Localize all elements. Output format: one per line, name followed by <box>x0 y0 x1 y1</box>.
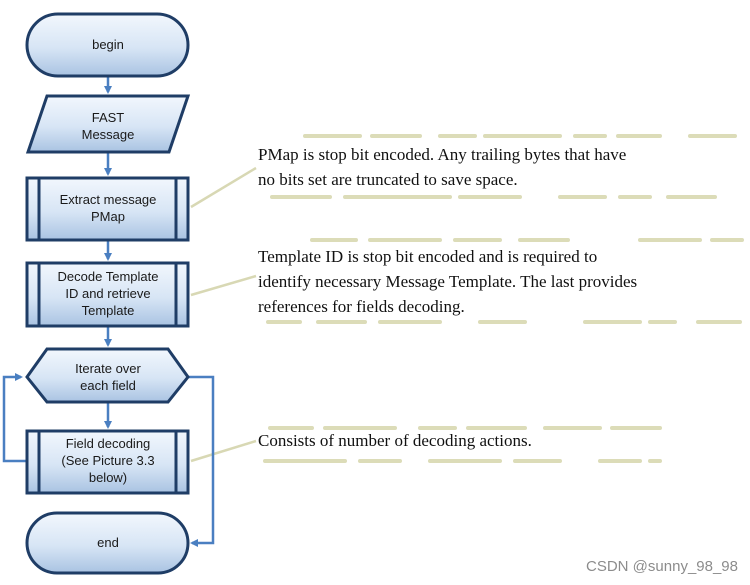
note-pmap-line2: no bits set are truncated to save space. <box>258 170 518 189</box>
watermark: CSDN @sunny_98_98 <box>586 558 738 575</box>
callout-connector-template <box>190 274 257 297</box>
decode-label-line2: ID and retrieve <box>65 286 150 301</box>
note-template: Template ID is stop bit encoded and is r… <box>258 244 637 319</box>
extract-node: Extract message PMap <box>25 176 190 242</box>
extract-label-line2: PMap <box>91 209 125 224</box>
input-node: FAST Message <box>25 94 191 154</box>
field-label-line2: (See Picture 3.3 <box>61 453 154 468</box>
iterate-node: Iterate over each field <box>25 347 190 404</box>
end-node: end <box>25 511 190 575</box>
iterate-label-line2: each field <box>80 378 136 393</box>
iterate-label-line1: Iterate over <box>75 361 141 376</box>
extract-label-line1: Extract message <box>60 192 157 207</box>
callout-connector-pmap <box>190 166 257 209</box>
note-template-line1: Template ID is stop bit encoded and is r… <box>258 247 598 266</box>
decode-label-line3: Template <box>82 303 135 318</box>
arrow-exit-to-end <box>188 375 215 547</box>
flow-arrows <box>2 76 215 547</box>
begin-label: begin <box>92 37 124 52</box>
field-decoding-node: Field decoding (See Picture 3.3 below) <box>25 429 190 495</box>
decode-template-node: Decode Template ID and retrieve Template <box>25 261 190 328</box>
decode-label-line1: Decode Template <box>58 269 159 284</box>
input-label-line1: FAST <box>92 110 125 125</box>
note-pmap-line1: PMap is stop bit encoded. Any trailing b… <box>258 145 627 164</box>
arrow-loop-back <box>2 373 26 463</box>
note-field: Consists of number of decoding actions. <box>258 428 532 453</box>
field-label-line3: below) <box>89 470 127 485</box>
callout-connector-field <box>190 439 257 463</box>
callout-decoration <box>263 134 744 463</box>
begin-node: begin <box>25 12 190 78</box>
note-template-line3: references for fields decoding. <box>258 297 465 316</box>
note-pmap: PMap is stop bit encoded. Any trailing b… <box>258 142 626 192</box>
end-label: end <box>97 535 119 550</box>
input-label-line2: Message <box>82 127 135 142</box>
callout-connectors <box>190 166 257 463</box>
note-field-line1: Consists of number of decoding actions. <box>258 431 532 450</box>
note-template-line2: identify necessary Message Template. The… <box>258 272 638 291</box>
field-label-line1: Field decoding <box>66 436 151 451</box>
